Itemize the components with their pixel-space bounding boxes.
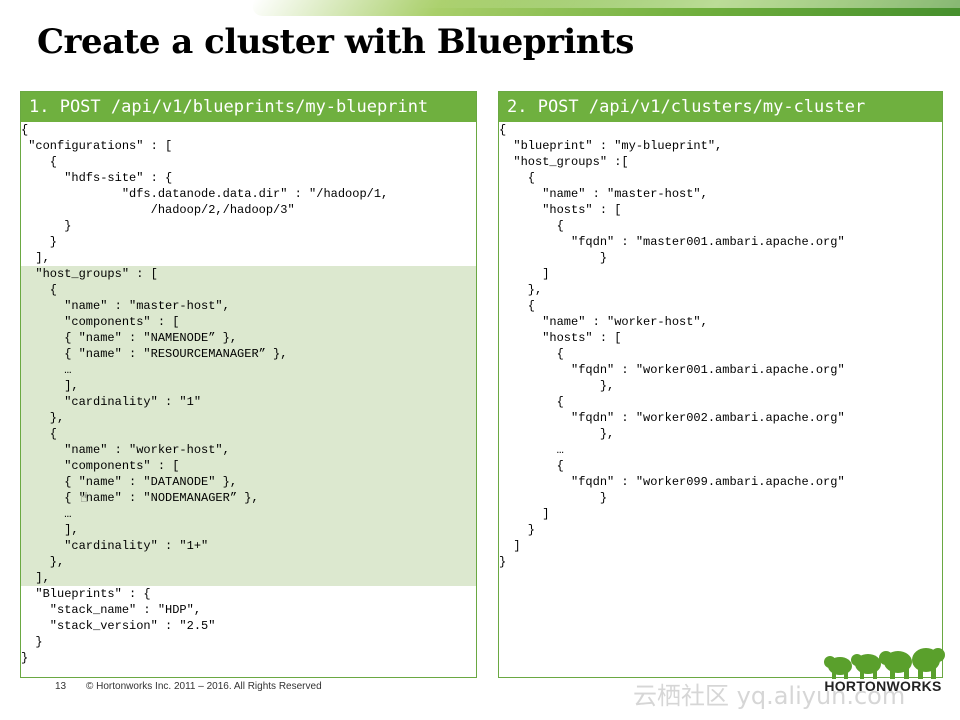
code-line: } <box>499 523 536 537</box>
code-line: "name" : "worker-host", <box>499 315 708 329</box>
page-number: 13 <box>55 681 67 692</box>
code-line: { <box>499 123 507 137</box>
code-line: { <box>21 123 29 137</box>
code-line: "host_groups" : [ <box>21 267 158 281</box>
code-line: }, <box>21 555 65 569</box>
code-line: { "name" : "NODEMANAGER” }, <box>21 491 259 505</box>
code-line: "name" : "worker-host", <box>21 443 230 457</box>
code-line: }, <box>499 427 615 441</box>
code-line: { <box>499 459 564 473</box>
code-line: "cardinality" : "1+" <box>21 539 209 553</box>
code-line: ], <box>21 523 79 537</box>
code-line: "fqdn" : "worker001.ambari.apache.org" <box>499 363 845 377</box>
code-line: "name" : "master-host", <box>21 299 230 313</box>
copyright-text: © Hortonworks Inc. 2011 – 2016. All Righ… <box>86 681 322 692</box>
code-line: { <box>21 283 58 297</box>
code-line: } <box>21 219 72 233</box>
code-line: { <box>499 171 536 185</box>
cluster-json-code: { "blueprint" : "my-blueprint", "host_gr… <box>499 122 942 570</box>
code-line: "components" : [ <box>21 459 180 473</box>
top-decorative-band <box>0 0 960 22</box>
host-groups-highlight <box>21 266 476 586</box>
code-line: "hdfs-site" : { <box>21 171 173 185</box>
code-line: "cardinality" : "1" <box>21 395 202 409</box>
code-line: } <box>499 491 608 505</box>
code-line: } <box>21 635 43 649</box>
code-line: "hosts" : [ <box>499 203 622 217</box>
code-line: }, <box>499 283 543 297</box>
code-line: "hosts" : [ <box>499 331 622 345</box>
code-line: "Blueprints" : { <box>21 587 151 601</box>
code-line: }, <box>21 411 65 425</box>
slide-title: Create a cluster with Blueprints <box>37 22 634 62</box>
code-line: { "name" : "RESOURCEMANAGER” }, <box>21 347 288 361</box>
code-line: "stack_name" : "HDP", <box>21 603 202 617</box>
code-line: "fqdn" : "worker002.ambari.apache.org" <box>499 411 845 425</box>
code-line: ] <box>499 539 521 553</box>
code-line: "fqdn" : "master001.ambari.apache.org" <box>499 235 845 249</box>
cluster-request-header: 2. POST /api/v1/clusters/my-cluster <box>499 92 942 122</box>
code-line: ] <box>499 267 550 281</box>
blueprint-request-panel: 1. POST /api/v1/blueprints/my-blueprint … <box>20 91 477 678</box>
logo-wordmark: HORTONWORKS <box>824 678 942 694</box>
code-line: "fqdn" : "worker099.ambari.apache.org" <box>499 475 845 489</box>
hand-cursor-icon: ☝ <box>80 490 89 506</box>
code-line: } <box>21 651 29 665</box>
code-line: ], <box>21 251 50 265</box>
code-line: { <box>21 155 58 169</box>
hortonworks-logo: HORTONWORKS <box>818 646 948 696</box>
code-line: "stack_version" : "2.5" <box>21 619 216 633</box>
code-line: ] <box>499 507 550 521</box>
code-line: "name" : "master-host", <box>499 187 708 201</box>
code-line: ], <box>21 571 50 585</box>
code-line: "blueprint" : "my-blueprint", <box>499 139 723 153</box>
code-line: "host_groups" :[ <box>499 155 629 169</box>
code-line: { <box>499 395 564 409</box>
blueprint-request-header: 1. POST /api/v1/blueprints/my-blueprint <box>21 92 476 122</box>
code-line: … <box>499 443 564 457</box>
cluster-request-panel: 2. POST /api/v1/clusters/my-cluster { "b… <box>498 91 943 678</box>
blueprint-json-code: { "configurations" : [ { "hdfs-site" : {… <box>21 122 476 666</box>
code-line: … <box>21 507 72 521</box>
code-line: "configurations" : [ <box>21 139 173 153</box>
code-line: ], <box>21 379 79 393</box>
code-line: { "name" : "NAMENODE” }, <box>21 331 238 345</box>
code-line: "dfs.datanode.data.dir" : "/hadoop/1, <box>21 187 389 201</box>
code-line: { <box>499 219 564 233</box>
code-line: } <box>499 251 608 265</box>
code-line: } <box>499 555 507 569</box>
code-line: } <box>21 235 58 249</box>
code-line: { "name" : "DATANODE" }, <box>21 475 238 489</box>
watermark-text: 云栖社区 yq.aliyun.com <box>633 682 906 710</box>
code-line: … <box>21 363 72 377</box>
elephant-herd-icon <box>824 648 945 679</box>
code-line: { <box>499 299 536 313</box>
code-line: "components" : [ <box>21 315 180 329</box>
code-line: { <box>21 427 58 441</box>
code-line: /hadoop/2,/hadoop/3" <box>21 203 295 217</box>
code-line: }, <box>499 379 615 393</box>
code-line: { <box>499 347 564 361</box>
